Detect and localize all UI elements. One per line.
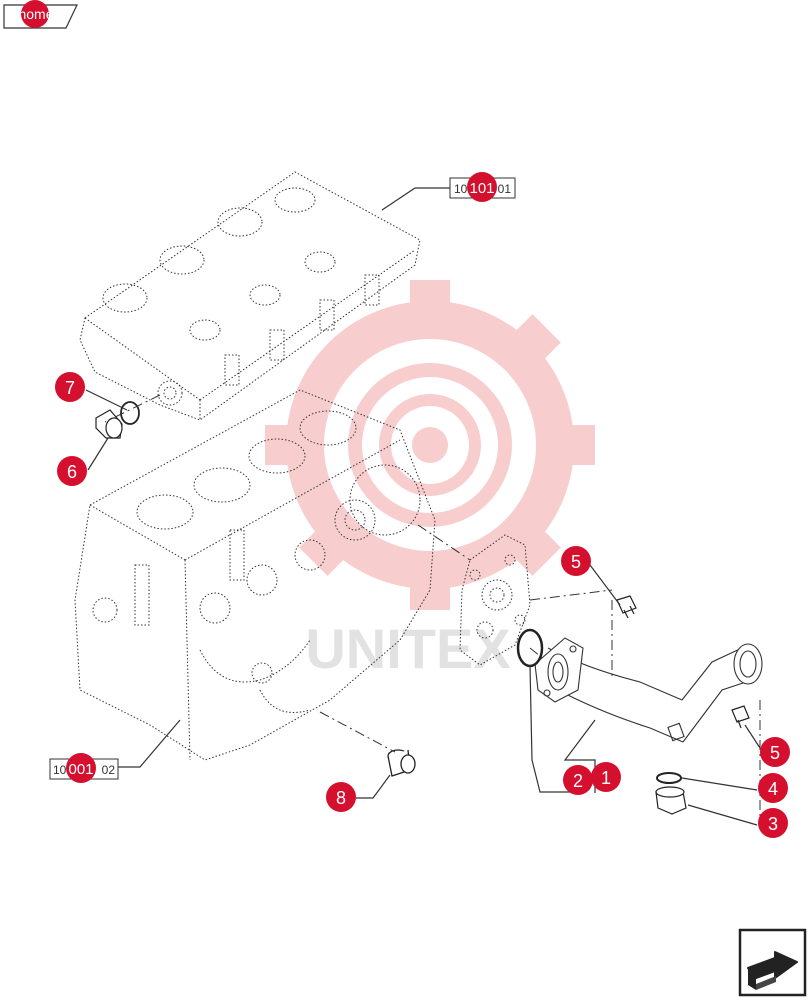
bolt-lower	[731, 705, 750, 729]
watermark-text: UNITEX	[305, 617, 510, 680]
leader-lines	[85, 187, 761, 826]
gear-logo-icon	[265, 280, 595, 610]
coolant-pipe	[534, 637, 763, 743]
forward-arrow-icon	[747, 951, 798, 990]
callout-label: 2	[573, 771, 583, 791]
callout-part-4[interactable]: 4	[758, 773, 788, 803]
home-button[interactable]: home	[3, 0, 78, 29]
grommet	[387, 749, 416, 777]
threaded-plug	[655, 786, 687, 815]
callout-part-8[interactable]: 8	[326, 782, 356, 812]
ref-suffix: 02	[102, 763, 116, 777]
cylinder-head	[79, 171, 421, 421]
callout-label: 3	[768, 814, 778, 834]
sealing-washer	[656, 772, 682, 784]
oil-plug	[95, 409, 123, 439]
callout-part-7[interactable]: 7	[55, 372, 85, 402]
reference-link-101[interactable]: 10 01 101	[449, 172, 516, 202]
callout-label: 8	[336, 788, 346, 808]
callout-part-5-upper[interactable]: 5	[561, 546, 591, 576]
water-pump-housing	[459, 534, 531, 666]
plug-o-ring	[120, 401, 140, 425]
ref-prefix: 10	[53, 763, 67, 777]
engine-block	[74, 389, 436, 761]
callout-label: 6	[67, 462, 77, 482]
callout-label: 5	[571, 552, 581, 572]
callout-part-1[interactable]: 1	[591, 762, 621, 792]
ref-prefix: 10	[454, 182, 468, 196]
callout-label: 5	[770, 743, 780, 763]
bolt-upper	[616, 595, 637, 619]
callout-part-3[interactable]: 3	[758, 808, 788, 838]
assembly-lines	[104, 394, 761, 820]
ref-suffix: 01	[498, 182, 512, 196]
ref-label: 001	[68, 761, 93, 778]
next-page-button[interactable]	[738, 928, 807, 997]
callout-label: 4	[768, 779, 778, 799]
callout-label: 1	[601, 768, 611, 788]
callout-label: 7	[65, 378, 75, 398]
ref-label: 101	[469, 180, 494, 197]
callout-part-5-lower[interactable]: 5	[760, 737, 790, 767]
reference-link-001[interactable]: 10 02 001	[49, 753, 119, 783]
home-label: home	[18, 6, 53, 22]
callout-part-6[interactable]: 6	[57, 456, 87, 486]
callout-part-2[interactable]: 2	[563, 765, 593, 795]
